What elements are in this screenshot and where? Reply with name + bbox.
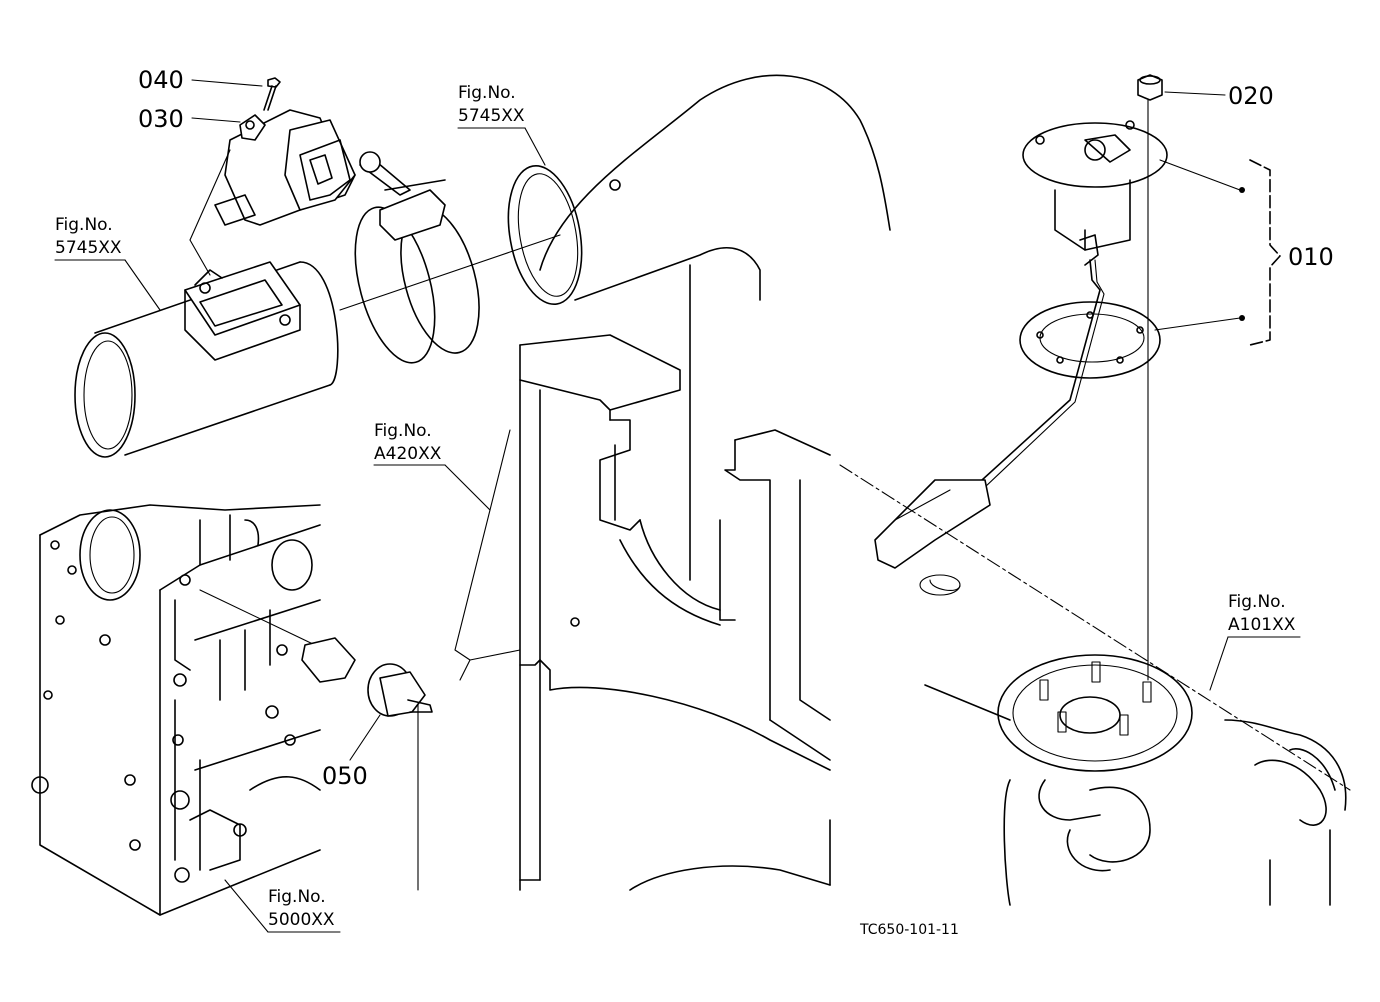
fig-label-5745-left: Fig.No.: [55, 215, 113, 235]
air-flow-tube: [74, 261, 339, 458]
pressure-switch: [199, 589, 433, 717]
group-bracket-010: [1239, 159, 1281, 346]
gasket: [1019, 301, 1161, 379]
fig-ref-5745-top: 5745XX: [458, 106, 525, 126]
fuel-tank: [839, 464, 1351, 906]
callout-040: 040: [138, 66, 184, 94]
leader-lines: [54, 79, 1301, 933]
fig-label-a101: Fig.No.: [1228, 592, 1286, 612]
air-flow-sensor: [189, 77, 356, 276]
fig-ref-a101: A101XX: [1228, 615, 1296, 635]
callout-030: 030: [138, 105, 184, 133]
hose-clamp: [339, 151, 561, 364]
callout-050: 050: [322, 762, 368, 790]
callout-010: 010: [1288, 243, 1334, 271]
drawing-code: TC650-101-11: [859, 922, 959, 938]
fig-label-5745-top: Fig.No.: [458, 83, 516, 103]
callout-020: 020: [1228, 82, 1274, 110]
intake-pipe: [507, 164, 583, 306]
fig-ref-5000: 5000XX: [268, 910, 335, 930]
frame-assembly: [417, 74, 891, 891]
fig-label-a420: Fig.No.: [374, 421, 432, 441]
fig-ref-a420: A420XX: [374, 444, 442, 464]
figure-references: Fig.No. 5745XX Fig.No. 5745XX Fig.No. A4…: [55, 83, 1296, 930]
fig-ref-5745-left: 5745XX: [55, 238, 122, 258]
engine-block: [31, 504, 321, 916]
part-callouts: 040 030 020 010 050: [138, 66, 1334, 790]
fig-label-5000: Fig.No.: [268, 887, 326, 907]
nut: [1137, 74, 1163, 101]
